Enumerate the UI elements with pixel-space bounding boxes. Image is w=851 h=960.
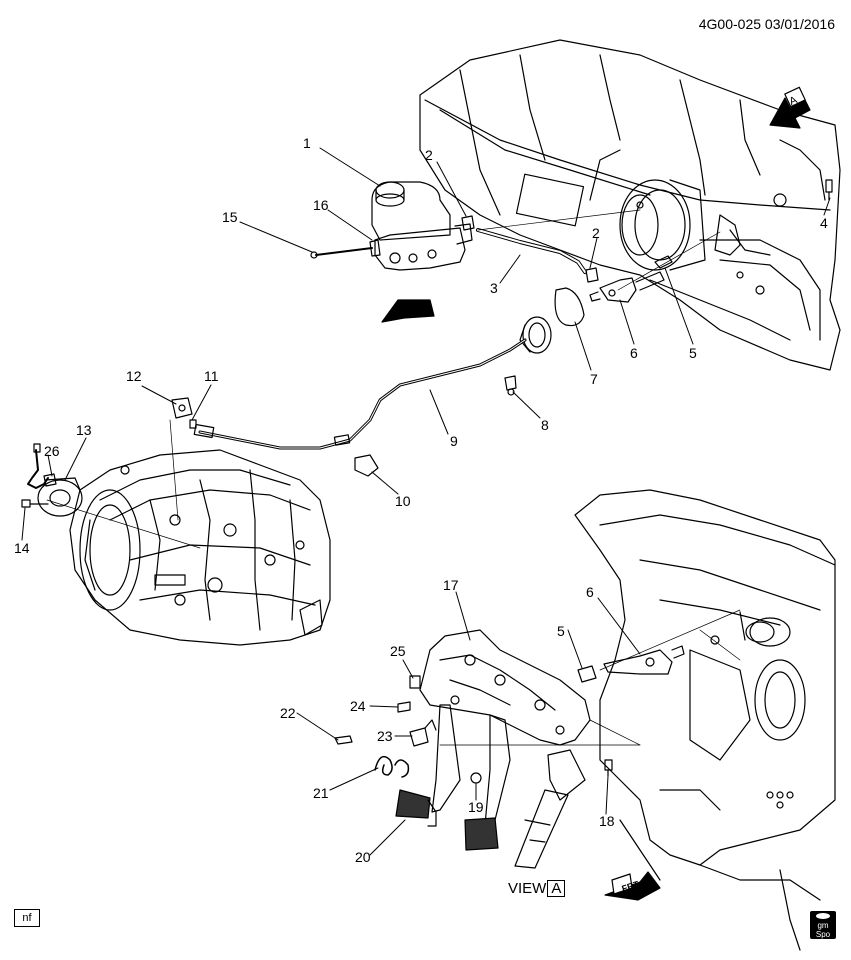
- bleeder-line-part-26: [27, 443, 57, 489]
- callout-12: 12: [126, 368, 142, 384]
- seal-part-7: [554, 287, 585, 327]
- callout-21: 21: [313, 785, 329, 801]
- callout-6-lower: 6: [586, 584, 594, 600]
- callout-2-lower: 2: [592, 225, 600, 241]
- callout-20: 20: [355, 849, 371, 865]
- bolt-part-14: [21, 499, 49, 508]
- callout-25: 25: [390, 643, 406, 659]
- callout-5-lower: 5: [557, 623, 565, 639]
- bolt-part-8: [504, 375, 517, 396]
- hydraulic-pipe-part-9: [193, 338, 527, 450]
- callout-9: 9: [450, 433, 458, 449]
- switch-part-23: [409, 719, 437, 747]
- drawing-code-header: 4G00-025 03/01/2016: [699, 16, 835, 32]
- nut-part-4: [825, 179, 833, 201]
- view-label-letter: A: [547, 880, 566, 897]
- clip-part-2-upper: [461, 215, 475, 231]
- brake-booster: [619, 179, 706, 271]
- callout-22: 22: [280, 705, 296, 721]
- gm-spo-logo: gm Spo: [810, 911, 836, 939]
- firewall-panel-upper: [419, 39, 841, 371]
- pedal-bracket-part-17: [419, 629, 591, 746]
- logo-oval: [816, 913, 830, 919]
- line-fitting-part-7-area: [519, 316, 552, 354]
- bolt-part-25: [409, 675, 421, 689]
- callout-26: 26: [44, 443, 60, 459]
- brake-pedal-arm: [464, 714, 511, 851]
- clutch-master-cylinder-part-6-lower: [603, 645, 685, 675]
- bracket-part-12: [171, 397, 193, 419]
- forward-arrow-lower: [604, 871, 661, 901]
- leader-lines: [21, 147, 831, 856]
- accelerator-pedal: [514, 749, 586, 869]
- callout-17: 17: [443, 577, 459, 593]
- view-a-arrow: [769, 86, 811, 129]
- clip-part-10: [354, 454, 379, 477]
- callout-10: 10: [395, 493, 411, 509]
- callout-5-upper: 5: [689, 345, 697, 361]
- callout-11: 11: [204, 368, 219, 384]
- callout-24: 24: [350, 698, 366, 714]
- callout-7: 7: [590, 371, 598, 387]
- pushrod-part-5-upper: [654, 255, 673, 269]
- bolt-part-24: [397, 701, 411, 713]
- callout-4: 4: [820, 215, 828, 231]
- drawing-date: 03/01/2016: [764, 16, 835, 32]
- callout-13: 13: [76, 422, 92, 438]
- callout-15: 15: [222, 209, 238, 225]
- view-label-prefix: VIEW: [508, 880, 547, 897]
- bolt-part-15: [310, 247, 373, 259]
- logo-text-gm: gm: [817, 921, 829, 930]
- clutch-pedal-part-20: [395, 704, 461, 827]
- hose-part-3: [476, 228, 587, 274]
- callout-18: 18: [599, 813, 615, 829]
- callout-1: 1: [303, 135, 311, 151]
- bolt-part-18: [604, 759, 613, 777]
- spring-view-a-upper: [739, 611, 791, 647]
- spring-part-21: [374, 755, 410, 778]
- fitting-part-11: [189, 419, 197, 429]
- callout-23: 23: [377, 728, 393, 744]
- callout-14: 14: [14, 540, 30, 556]
- footer-code-box: nf: [14, 909, 40, 927]
- forward-arrow-upper: [381, 299, 435, 323]
- forward-marker-upper-text: FRT: [403, 304, 423, 318]
- callout-16: 16: [313, 197, 329, 213]
- callout-3: 3: [490, 280, 498, 296]
- callout-8: 8: [541, 417, 549, 433]
- pushrod-part-5-lower: [577, 665, 597, 683]
- callout-6-upper: 6: [630, 345, 638, 361]
- assembly-reference-lines: [46, 209, 741, 746]
- master-cylinder-part-16: [369, 223, 473, 271]
- pin-part-22: [334, 735, 353, 745]
- callout-19: 19: [468, 799, 484, 815]
- bolt-part-19: [470, 772, 482, 784]
- reservoir-part-1: [371, 181, 451, 241]
- clip-part-2-lower: [585, 267, 599, 283]
- clutch-master-cylinder-part-6-upper: [589, 271, 665, 303]
- drawing-code: 4G00-025: [698, 16, 762, 32]
- logo-text-spo: Spo: [815, 930, 831, 939]
- transmission-case: [69, 449, 331, 646]
- callout-2-upper: 2: [425, 147, 433, 163]
